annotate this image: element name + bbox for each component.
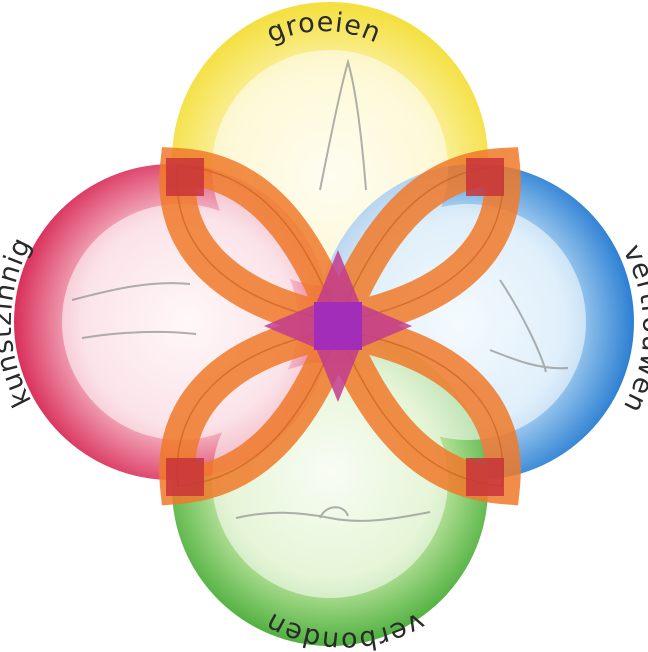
center-square (314, 302, 362, 350)
